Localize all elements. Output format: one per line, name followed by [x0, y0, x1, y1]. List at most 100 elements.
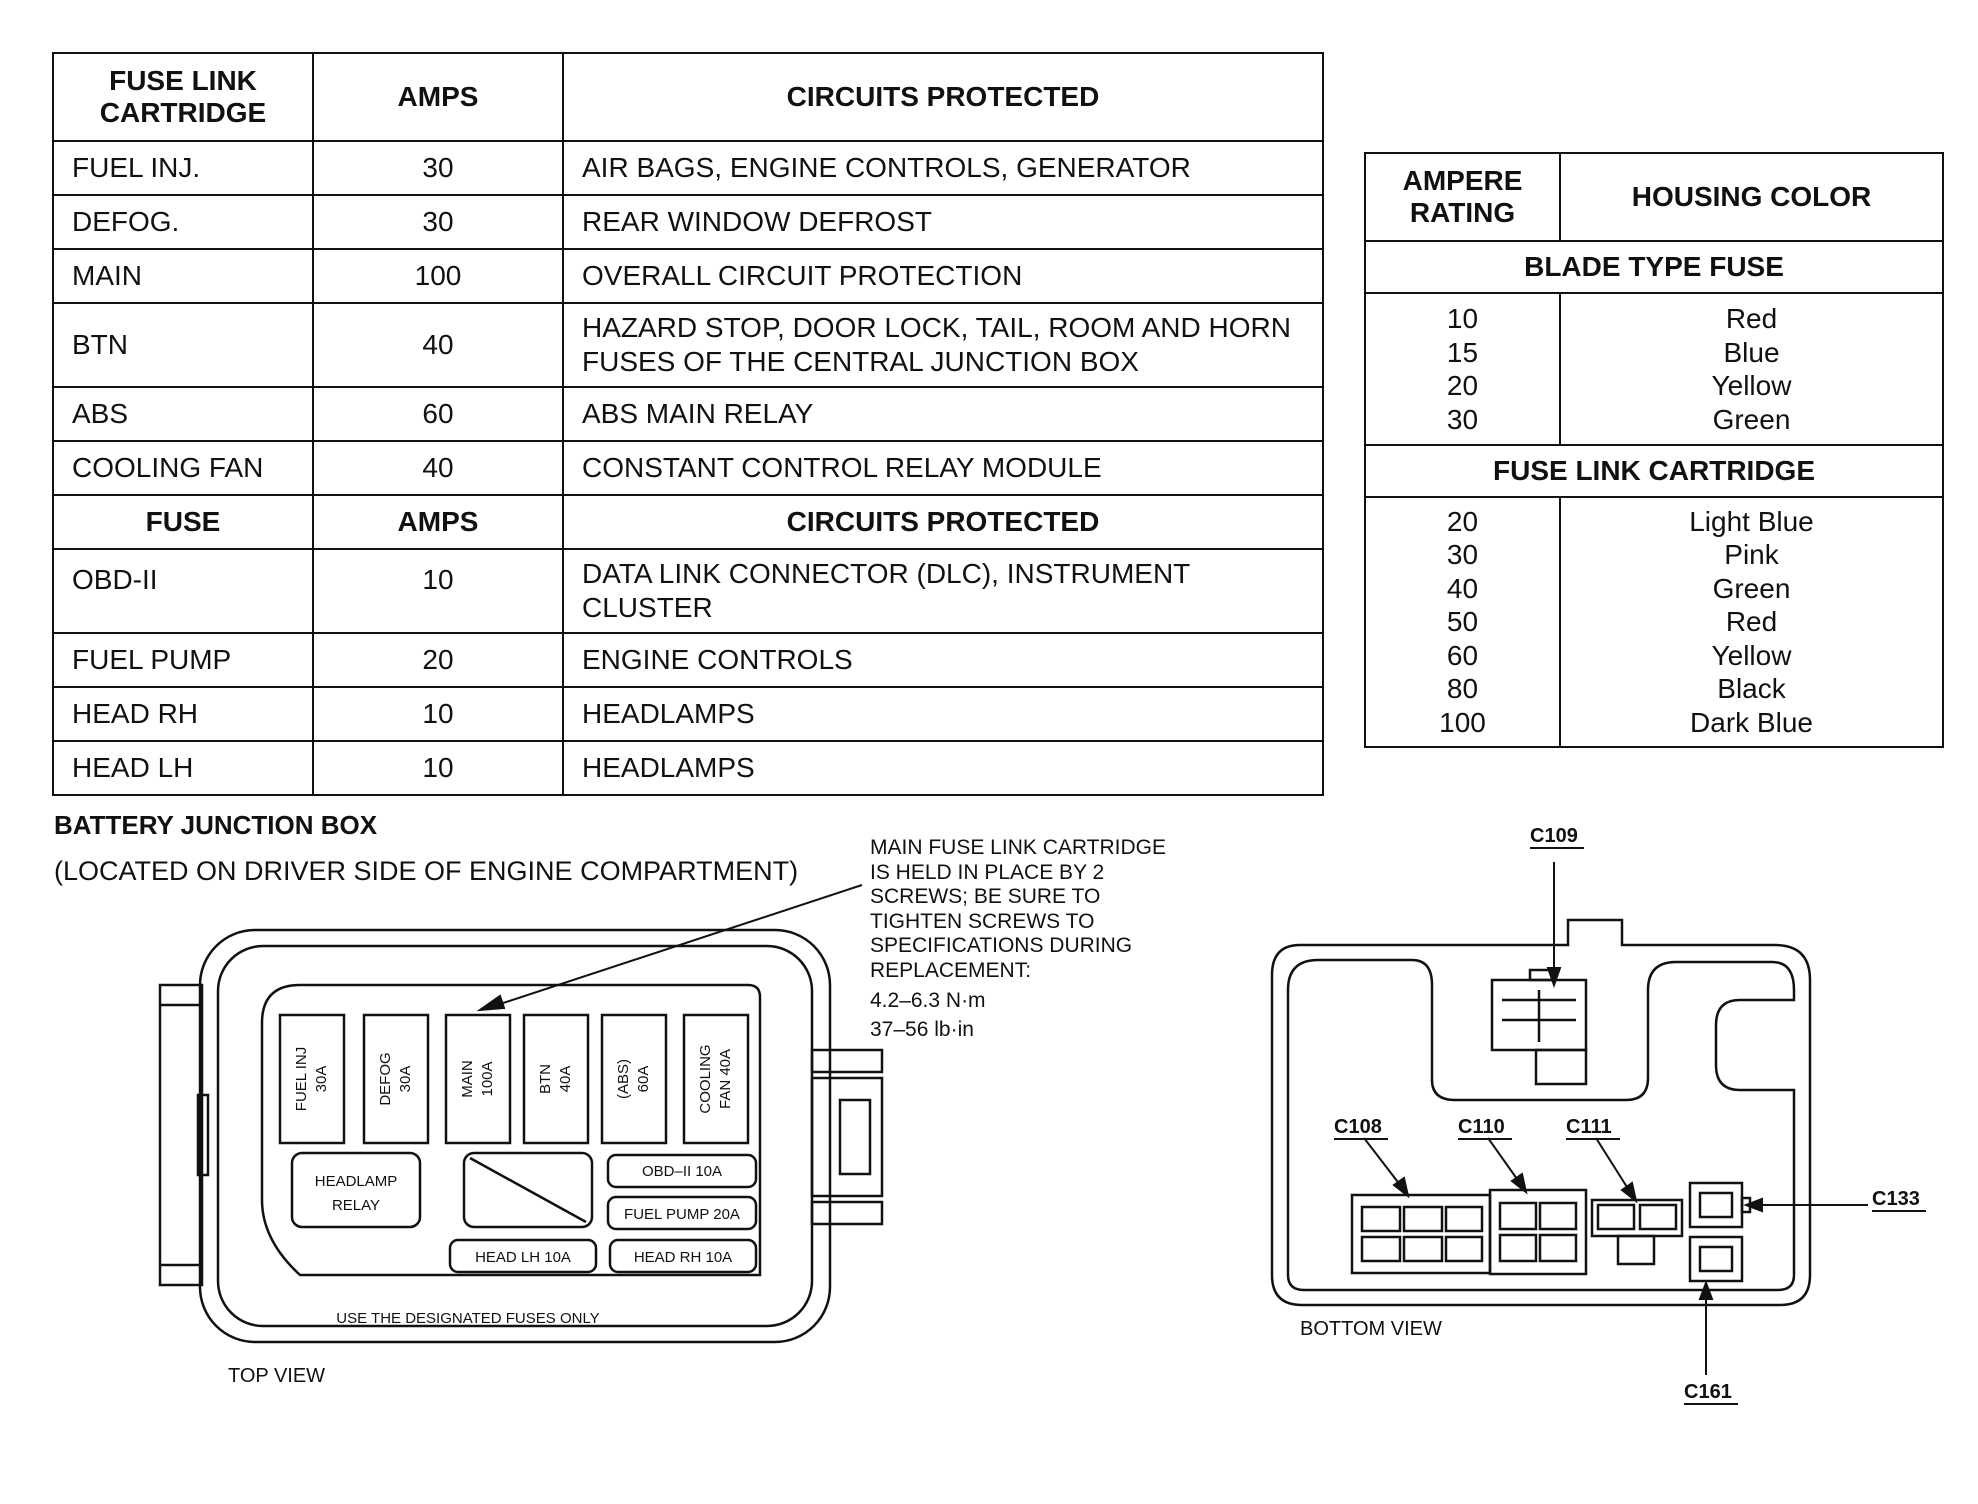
table-row: FUEL INJ. 30 AIR BAGS, ENGINE CONTROLS, …: [52, 140, 1324, 196]
fuse-head-rh: [608, 1238, 758, 1274]
fuse-table-header: FUSE LINK CARTRIDGE AMPS CIRCUITS PROTEC…: [52, 52, 1324, 142]
left-latch: [158, 983, 204, 1287]
c133-connector: [1688, 1181, 1744, 1229]
cartridge-abs: [600, 1013, 668, 1145]
blade-ratings: 10 15 20 30: [1364, 292, 1561, 446]
color-table-header: AMPERE RATING HOUSING COLOR: [1364, 152, 1944, 242]
housing-inner: [216, 944, 814, 1328]
cart-label: (ABS): [615, 1059, 632, 1099]
fuse-label-fuel-pump: FUEL PUMP 20A: [624, 1206, 740, 1223]
header-amps: AMPS: [312, 494, 564, 550]
fuse-panel: [260, 983, 762, 1277]
header-amps: AMPS: [312, 52, 564, 142]
table-row: MAIN 100 OVERALL CIRCUIT PROTECTION: [52, 248, 1324, 304]
designated-note: USE THE DESIGNATED FUSES ONLY: [336, 1310, 599, 1327]
fuse-subheader: FUSE AMPS CIRCUITS PROTECTED: [52, 494, 1324, 550]
c133-label: C133: [1872, 1188, 1920, 1210]
table-row: BTN 40 HAZARD STOP, DOOR LOCK, TAIL, ROO…: [52, 302, 1324, 388]
table-row: COOLING FAN 40 CONSTANT CONTROL RELAY MO…: [52, 440, 1324, 496]
fuse-circuits: CONSTANT CONTROL RELAY MODULE: [562, 440, 1324, 496]
fuse-label-head-lh: HEAD LH 10A: [475, 1249, 571, 1266]
torque-nm: 4.2–6.3 N·m: [870, 989, 986, 1012]
c111-label: C111: [1566, 1116, 1612, 1138]
fuse-name: BTN: [52, 302, 314, 388]
header-fuse: FUSE: [52, 494, 314, 550]
main-fuse-note: MAIN FUSE LINK CARTRIDGE IS HELD IN PLAC…: [870, 836, 1166, 1041]
cart-label: 60A: [635, 1066, 652, 1093]
fuse-amps: 30: [312, 194, 564, 250]
cart-label: BTN: [537, 1064, 554, 1094]
housing-color-table: AMPERE RATING HOUSING COLOR BLADE TYPE F…: [1364, 152, 1944, 748]
fuse-name: FUEL INJ.: [52, 140, 314, 196]
main-arrow-head: [476, 994, 506, 1012]
table-row: DEFOG. 30 REAR WINDOW DEFROST: [52, 194, 1324, 250]
main-arrow: [487, 884, 863, 1009]
fuse-label-obd: OBD–II 10A: [642, 1163, 722, 1180]
junction-box-subtitle: (LOCATED ON DRIVER SIDE OF ENGINE COMPAR…: [54, 856, 799, 886]
cartridge-defog: [362, 1013, 430, 1145]
section-blade-type-fuse: BLADE TYPE FUSE: [1364, 240, 1944, 294]
bottom-housing-outer: [1270, 918, 1812, 1307]
fuse-circuits: OVERALL CIRCUIT PROTECTION: [562, 248, 1324, 304]
cartridge-fuel-inj: [278, 1013, 346, 1145]
fuse-name: DEFOG.: [52, 194, 314, 250]
fuse-name: HEAD RH: [52, 686, 314, 742]
fuse-circuits: ABS MAIN RELAY: [562, 386, 1324, 442]
cart-label: DEFOG: [377, 1052, 394, 1105]
fuse-name: FUEL PUMP: [52, 632, 314, 688]
cartridge-ratings: 20 30 40 50 60 80 100: [1364, 496, 1561, 748]
bottom-housing-inner: [1286, 958, 1796, 1292]
header-fuse-link-cartridge: FUSE LINK CARTRIDGE: [52, 52, 314, 142]
table-row: HEAD RH 10 HEADLAMPS: [52, 686, 1324, 742]
headlamp-relay: [290, 1151, 422, 1229]
fuse-amps: 60: [312, 386, 564, 442]
table-row: ABS 60 ABS MAIN RELAY: [52, 386, 1324, 442]
fuse-name: HEAD LH: [52, 740, 314, 796]
cart-label: 30A: [397, 1066, 414, 1093]
c109-label: C109: [1530, 825, 1578, 847]
cart-label: FAN 40A: [717, 1049, 734, 1109]
c110-label: C110: [1458, 1116, 1505, 1138]
fuse-amps: 40: [312, 302, 564, 388]
housing-outer: [198, 928, 832, 1344]
fuse-amps: 100: [312, 248, 564, 304]
fuse-amps: 30: [312, 140, 564, 196]
fuse-obd: [606, 1153, 758, 1189]
fuse-amps: 10: [312, 686, 564, 742]
fuse-name: OBD-II: [52, 548, 314, 634]
fuse-head-lh: [448, 1238, 598, 1274]
fuse-amps: 40: [312, 440, 564, 496]
fuse-amps: 10: [312, 548, 564, 634]
c161-connector: [1688, 1235, 1744, 1283]
header-ampere-rating: AMPERE RATING: [1364, 152, 1561, 242]
fuse-circuits: HEADLAMPS: [562, 740, 1324, 796]
fuse-table: FUSE LINK CARTRIDGE AMPS CIRCUITS PROTEC…: [52, 52, 1324, 796]
c161-label: C161: [1684, 1381, 1732, 1403]
fuse-circuits: ENGINE CONTROLS: [562, 632, 1324, 688]
fuse-amps: 20: [312, 632, 564, 688]
cart-label: FUEL INJ: [293, 1047, 310, 1111]
fuse-name: ABS: [52, 386, 314, 442]
header-housing-color: HOUSING COLOR: [1559, 152, 1944, 242]
fuse-label-head-rh: HEAD RH 10A: [634, 1249, 732, 1266]
fuse-name: MAIN: [52, 248, 314, 304]
cart-label: 30A: [313, 1066, 330, 1093]
cartridge-colors: Light Blue Pink Green Red Yellow Black D…: [1559, 496, 1944, 748]
cartridge-btn: [522, 1013, 590, 1145]
bottom-view-label: BOTTOM VIEW: [1300, 1318, 1442, 1340]
table-row: OBD-II 10 DATA LINK CONNECTOR (DLC), INS…: [52, 548, 1324, 634]
c110-connector: [1488, 1188, 1588, 1276]
torque-lbin: 37–56 lb·in: [870, 1017, 974, 1041]
blank-slot: [462, 1151, 594, 1229]
top-view-label: TOP VIEW: [228, 1365, 325, 1387]
header-circuits: CIRCUITS PROTECTED: [562, 52, 1324, 142]
cart-label: 40A: [557, 1066, 574, 1093]
fuse-circuits: DATA LINK CONNECTOR (DLC), INSTRUMENT CL…: [562, 548, 1324, 634]
relay-label: RELAY: [332, 1197, 380, 1214]
cart-label: COOLING: [697, 1044, 714, 1113]
cartridge-main: [444, 1013, 512, 1145]
relay-label: HEADLAMP: [315, 1173, 398, 1190]
c108-label: C108: [1334, 1116, 1382, 1138]
fuse-circuits: REAR WINDOW DEFROST: [562, 194, 1324, 250]
